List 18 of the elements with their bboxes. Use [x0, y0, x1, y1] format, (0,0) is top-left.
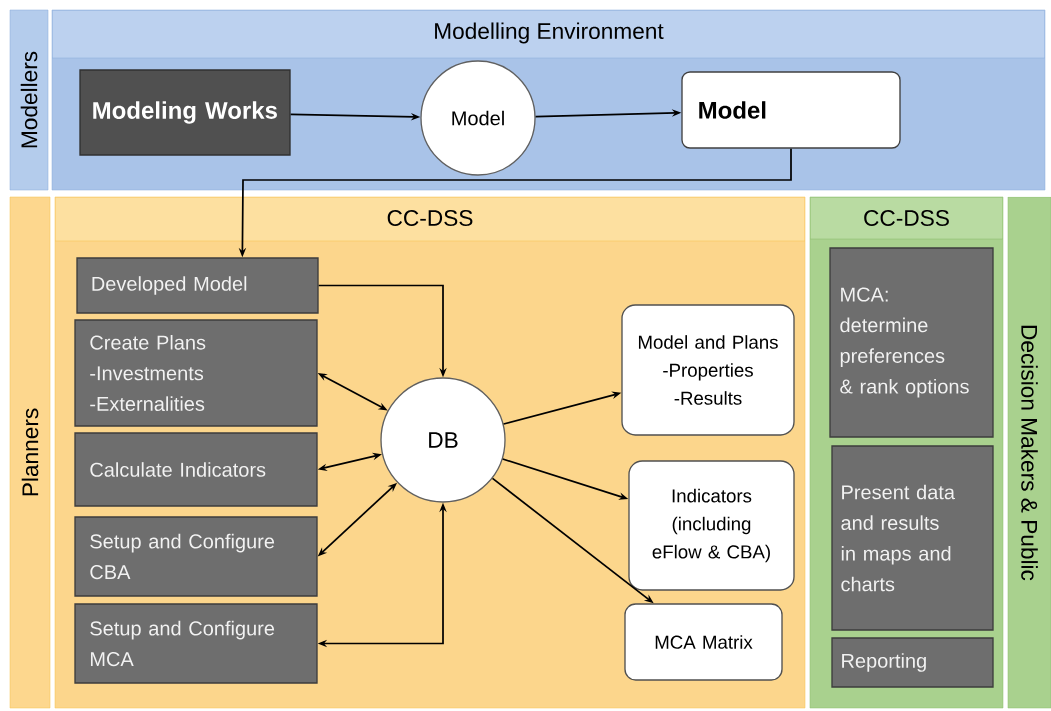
- lane-label: Decision Makers & Public: [1007, 196, 1051, 709]
- process-box: MCA: determine preferences & rank options: [829, 247, 994, 438]
- process-box: Reporting: [831, 637, 994, 688]
- lane-label: Planners: [9, 196, 51, 709]
- process-box: Setup and Configure MCA: [74, 603, 318, 684]
- lane-label: Modellers: [9, 9, 49, 191]
- process-box: Setup and Configure CBA: [74, 516, 318, 597]
- process-box: Present data and results in maps and charts: [831, 445, 994, 631]
- process-box: Modeling Works: [79, 69, 291, 156]
- process-box: Calculate Indicators: [74, 432, 318, 507]
- process-box: Developed Model: [76, 257, 319, 314]
- process-box: MCA Matrix: [624, 603, 783, 681]
- process-box: Create Plans -Investments -Externalities: [74, 319, 318, 427]
- process-box: Model: [681, 71, 901, 149]
- process-box: Model and Plans -Properties -Results: [621, 304, 795, 436]
- circle-node: Model: [420, 60, 536, 176]
- process-box: Indicators (including eFlow & CBA): [628, 460, 795, 591]
- circle-node: DB: [380, 377, 506, 503]
